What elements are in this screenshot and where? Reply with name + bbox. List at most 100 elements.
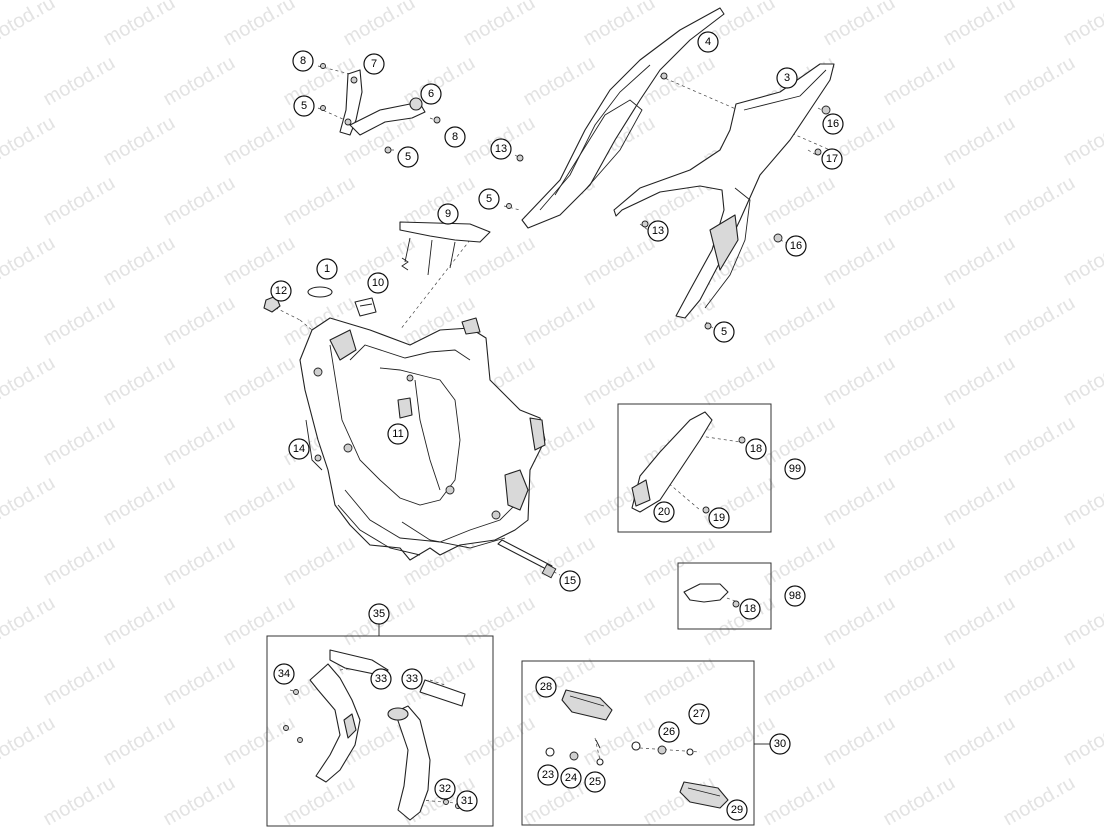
ring-part-1 <box>307 286 333 298</box>
callout-33b-label: 33 <box>406 673 418 685</box>
callout-19-label: 19 <box>713 512 725 524</box>
kit-box-30 <box>521 660 755 826</box>
callout-20: 20 <box>653 501 675 523</box>
callout-20-label: 20 <box>658 506 670 518</box>
callout-16a: 16 <box>822 113 844 135</box>
callout-35-label: 35 <box>373 608 385 620</box>
callout-17-label: 17 <box>826 153 838 165</box>
callout-23: 23 <box>537 764 559 786</box>
callout-12: 12 <box>270 280 292 302</box>
callout-13b-label: 13 <box>652 225 664 237</box>
small-hardware-top-left <box>320 63 441 154</box>
callout-30-label: 30 <box>774 738 786 750</box>
callout-99: 99 <box>784 458 806 480</box>
callout-24-label: 24 <box>565 772 577 784</box>
guide-part-98 <box>683 583 740 608</box>
callout-13a: 13 <box>490 138 512 160</box>
callout-5a-label: 5 <box>301 100 307 112</box>
callout-7-label: 7 <box>371 58 377 70</box>
callout-5b-label: 5 <box>405 151 411 163</box>
callout-6: 6 <box>420 83 442 105</box>
callout-14: 14 <box>288 438 310 460</box>
chain-guide-part-20 <box>631 411 746 514</box>
callout-11-label: 11 <box>392 428 403 440</box>
callout-33b: 33 <box>401 668 423 690</box>
subframe-part-4 <box>506 7 725 229</box>
callout-9: 9 <box>437 203 459 225</box>
callout-1-label: 1 <box>324 263 330 275</box>
callout-25-label: 25 <box>589 776 601 788</box>
kit-box-99 <box>617 403 772 533</box>
callout-14-label: 14 <box>293 443 305 455</box>
callout-32: 32 <box>434 778 456 800</box>
clamp-part-10 <box>354 297 377 317</box>
callout-31: 31 <box>456 790 478 812</box>
callout-26: 26 <box>658 721 680 743</box>
frame-protector-left <box>283 663 361 783</box>
callout-5c-label: 5 <box>486 193 492 205</box>
protector-strip-33-right <box>419 679 466 707</box>
kit-box-98 <box>677 562 772 630</box>
callout-11: 11 <box>387 423 409 445</box>
callout-6-label: 6 <box>428 88 434 100</box>
callout-5b: 5 <box>397 146 419 168</box>
callout-8a: 8 <box>292 50 314 72</box>
callout-17: 17 <box>821 148 843 170</box>
callout-3-label: 3 <box>784 72 790 84</box>
callout-18a: 18 <box>745 438 767 460</box>
callout-26-label: 26 <box>663 726 675 738</box>
callout-28: 28 <box>535 676 557 698</box>
callout-29: 29 <box>726 799 748 821</box>
callout-8b: 8 <box>444 126 466 148</box>
frame-guard-part-14 <box>305 419 323 471</box>
callout-15-label: 15 <box>564 575 576 587</box>
callout-30: 30 <box>769 733 791 755</box>
kit-box-35 <box>266 635 494 827</box>
callout-9-label: 9 <box>445 208 451 220</box>
callout-5d-label: 5 <box>721 326 727 338</box>
holder-part-9 <box>399 221 491 276</box>
callout-16b-label: 16 <box>790 240 802 252</box>
callout-98: 98 <box>784 585 806 607</box>
callout-5c: 5 <box>478 188 500 210</box>
callout-25: 25 <box>584 771 606 793</box>
callout-8a-label: 8 <box>300 55 306 67</box>
callout-7: 7 <box>363 53 385 75</box>
callout-18b-label: 18 <box>744 603 756 615</box>
callout-27-label: 27 <box>693 708 705 720</box>
callout-33a-label: 33 <box>375 673 387 685</box>
callout-10-label: 10 <box>372 277 384 289</box>
callout-34-label: 34 <box>278 668 290 680</box>
callout-27: 27 <box>688 703 710 725</box>
callout-15: 15 <box>559 570 581 592</box>
callout-28-label: 28 <box>540 681 552 693</box>
callout-5d: 5 <box>713 321 735 343</box>
callout-19: 19 <box>708 507 730 529</box>
arm-part-6 <box>349 97 426 136</box>
callout-29-label: 29 <box>731 804 743 816</box>
callout-35: 35 <box>368 603 390 625</box>
callout-16a-label: 16 <box>827 118 839 130</box>
callout-23-label: 23 <box>542 769 554 781</box>
swingarm-bolt-part-15 <box>497 539 557 579</box>
main-frame-part-11 <box>299 317 546 561</box>
callout-16b: 16 <box>785 235 807 257</box>
side-cover-part-3 <box>613 63 835 330</box>
callout-31-label: 31 <box>461 795 473 807</box>
callout-33a: 33 <box>370 668 392 690</box>
callout-18b: 18 <box>739 598 761 620</box>
callout-4-label: 4 <box>705 36 711 48</box>
callout-5a: 5 <box>293 95 315 117</box>
callout-1: 1 <box>316 258 338 280</box>
frame-protector-right <box>387 705 461 821</box>
callout-3: 3 <box>776 67 798 89</box>
callout-10: 10 <box>367 272 389 294</box>
callout-13b: 13 <box>647 220 669 242</box>
callout-13a-label: 13 <box>495 143 507 155</box>
footpeg-hardware-23-27 <box>545 739 694 766</box>
callout-98-label: 98 <box>789 590 801 602</box>
footpeg-part-28 <box>561 689 613 721</box>
callout-12-label: 12 <box>275 285 287 297</box>
callout-4: 4 <box>697 31 719 53</box>
callout-8b-label: 8 <box>452 131 458 143</box>
